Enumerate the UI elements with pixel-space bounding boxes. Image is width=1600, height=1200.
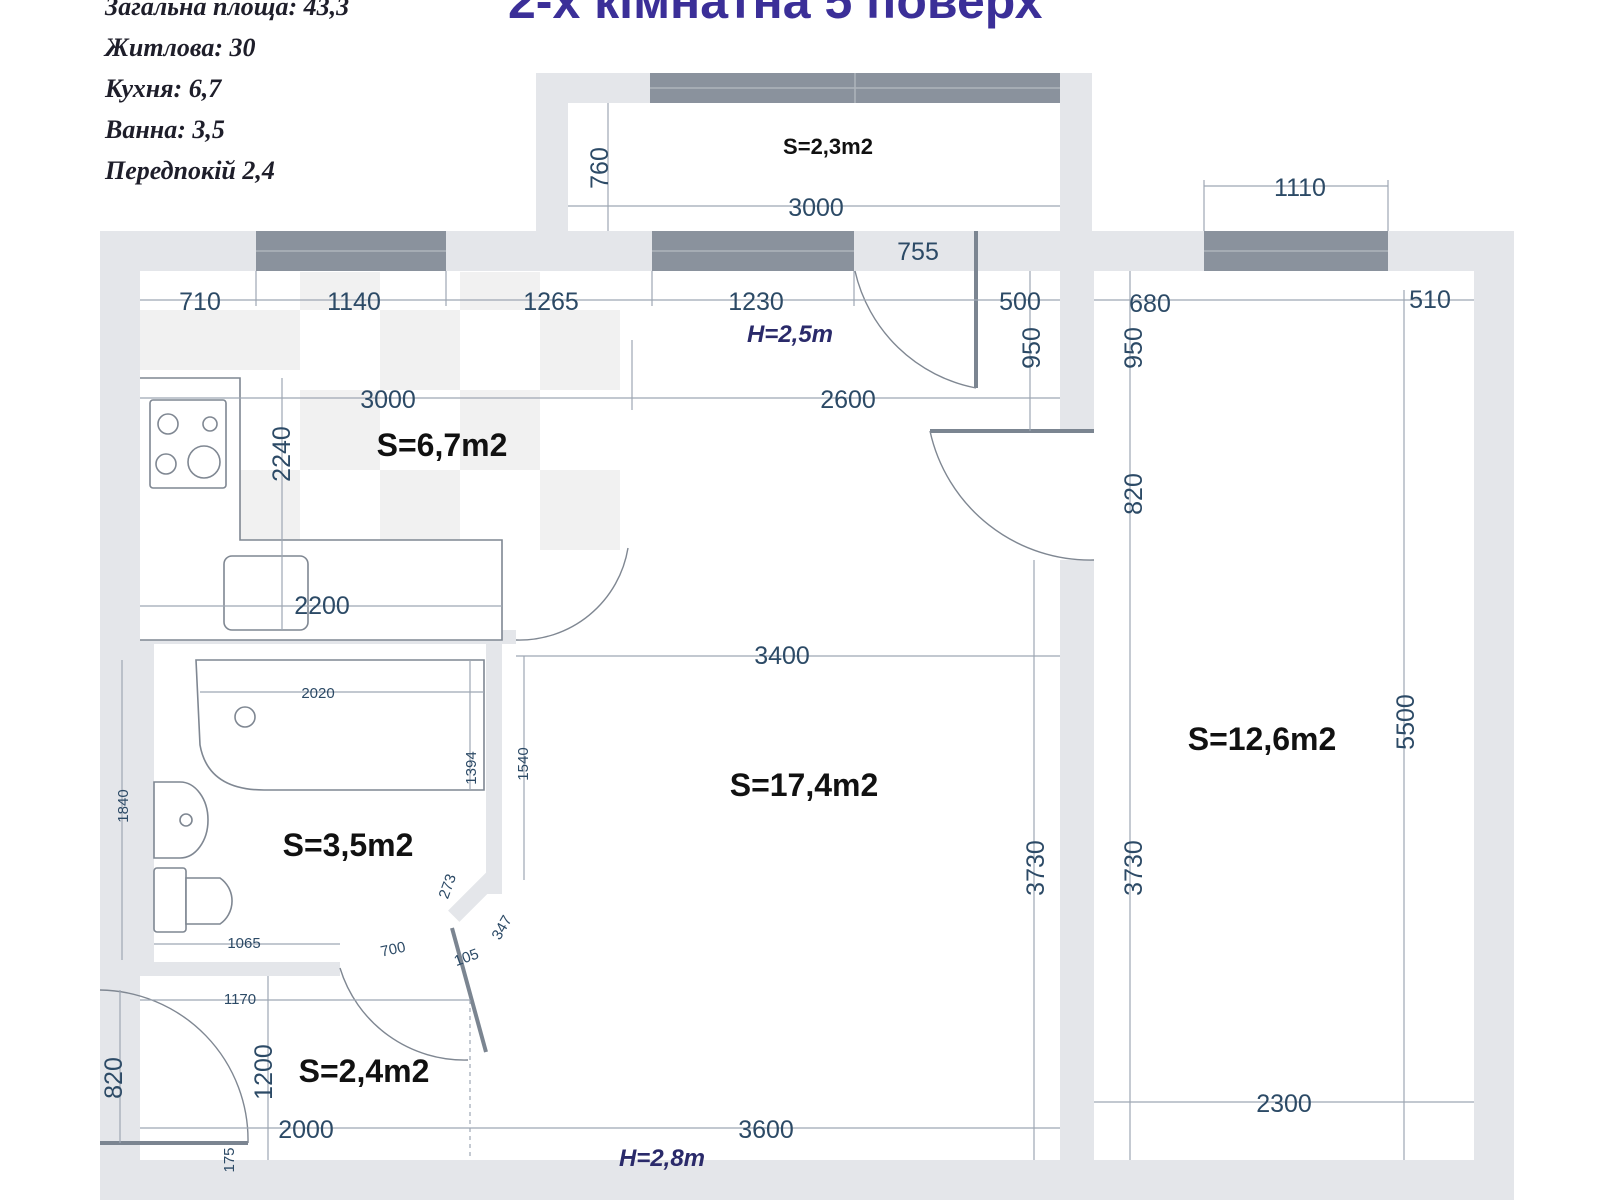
dim-3600: 3600 — [738, 1116, 794, 1144]
living-door-swing — [854, 270, 977, 389]
apartment-stats: Загальна площа: 43,3 Житлова: 30 Кухня: … — [105, 0, 349, 191]
dim-820-entry: 820 — [100, 1057, 128, 1099]
dim-2300: 2300 — [1256, 1090, 1312, 1118]
dim-kitchen-3000: 3000 — [360, 386, 416, 414]
kitchen-counter — [140, 377, 503, 641]
dim-1170: 1170 — [224, 991, 256, 1008]
dim-2600: 2600 — [820, 386, 876, 414]
room-areas: S=2,3m2 S=6,7m2 S=17,4m2 S=12,6m2 S=3,5m… — [283, 134, 1337, 1089]
dim-1840: 1840 — [115, 789, 132, 822]
dim-2020: 2020 — [301, 685, 334, 702]
area-balcony: S=2,3m2 — [783, 134, 873, 159]
dim-950-right: 950 — [1120, 327, 1148, 369]
dim-700: 700 — [379, 939, 407, 961]
dim-balcony-depth: 760 — [586, 147, 614, 189]
area-bedroom: S=12,6m2 — [1188, 721, 1337, 757]
sink-icon — [223, 555, 309, 631]
plan-title: 2-х кімнатна 5 поверх — [508, 0, 1043, 29]
ceiling-height-lower: H=2,8m — [619, 1145, 705, 1172]
dim-bedroom-window: 1110 — [1274, 174, 1326, 202]
dim-1540: 1540 — [515, 747, 532, 780]
stat-kitchen-area: Кухня: 6,7 — [105, 74, 222, 103]
dim-door-755: 755 — [897, 238, 939, 266]
bathroom-door-swing — [339, 967, 469, 1061]
dim-500: 500 — [999, 288, 1041, 316]
dim-2000: 2000 — [278, 1116, 334, 1144]
area-hallway: S=2,4m2 — [299, 1053, 430, 1089]
dim-2240: 2240 — [268, 426, 296, 482]
area-living-room: S=17,4m2 — [730, 767, 879, 803]
bathroom-door-leaf — [450, 927, 488, 1053]
dimension-lines — [119, 103, 1474, 1160]
bedroom-door-swing — [929, 430, 1095, 561]
dim-5500: 5500 — [1392, 694, 1420, 750]
dim-273: 273 — [436, 872, 461, 901]
dimension-labels: 760 3000 1110 755 710 1140 1265 1230 500… — [100, 147, 1451, 1172]
stat-total-area: Загальна площа: 43,3 — [105, 0, 350, 21]
dim-820-bedroom-door: 820 — [1120, 473, 1148, 515]
toilet-icon — [185, 877, 233, 925]
dim-1265: 1265 — [523, 288, 579, 316]
dim-1065: 1065 — [227, 935, 260, 952]
doors — [99, 231, 1095, 1160]
dim-680: 680 — [1129, 290, 1171, 318]
dim-710: 710 — [179, 288, 221, 316]
stat-hall-area: Передпокій 2,4 — [105, 156, 275, 185]
stat-living-area: Житлова: 30 — [105, 33, 256, 62]
dim-510: 510 — [1409, 286, 1451, 314]
dim-950-left: 950 — [1018, 327, 1046, 369]
dim-1394: 1394 — [463, 751, 480, 784]
dim-1230: 1230 — [728, 288, 784, 316]
ceiling-height-upper: H=2,5m — [747, 321, 833, 348]
dim-347: 347 — [488, 913, 515, 943]
area-bathroom: S=3,5m2 — [283, 827, 414, 863]
dim-3730-right: 3730 — [1120, 840, 1148, 896]
dim-3400: 3400 — [754, 642, 810, 670]
kitchen-floor-tiles — [140, 272, 620, 550]
stat-bath-area: Ванна: 3,5 — [105, 115, 225, 144]
toilet-tank-icon — [153, 867, 187, 933]
dim-balcony-width: 3000 — [788, 194, 844, 222]
area-kitchen: S=6,7m2 — [377, 427, 508, 463]
dim-1200: 1200 — [250, 1044, 278, 1100]
entry-door-swing — [99, 989, 249, 1144]
dim-2200: 2200 — [294, 592, 350, 620]
kitchen-door-swing — [515, 547, 629, 641]
dim-1140: 1140 — [327, 288, 381, 316]
windows — [256, 73, 1388, 271]
dim-175: 175 — [221, 1147, 238, 1172]
dim-3730-left: 3730 — [1022, 840, 1050, 896]
